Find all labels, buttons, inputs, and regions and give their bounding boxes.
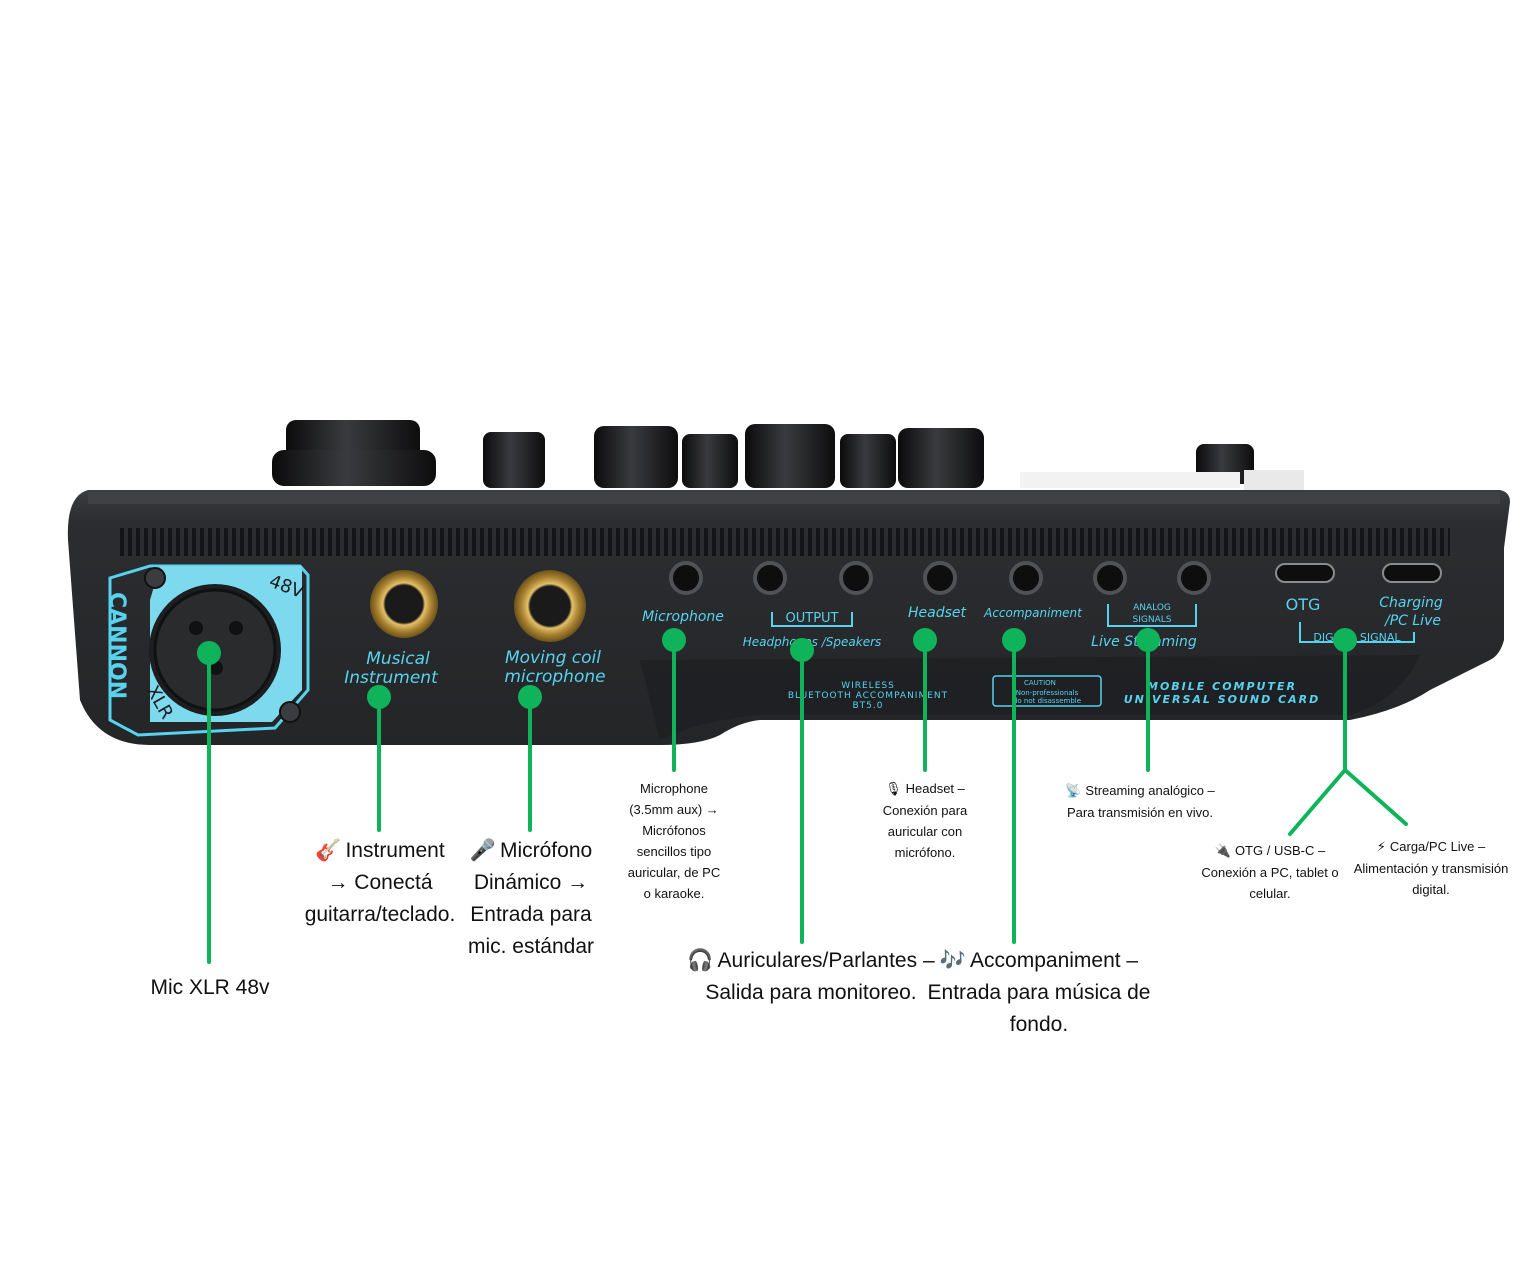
label-mobile-computer: MOBILE COMPUTER [1147,680,1297,693]
label-universal-sound-card: UNIVERSAL SOUND CARD [1124,693,1321,706]
jack-instrument [370,570,438,638]
annotation-streaming-text: Streaming analógico – Para transmisión e… [1067,783,1215,820]
label-accompaniment: Accompaniment [983,606,1083,620]
headphones-icon: 🎧 [687,948,714,972]
caution-box [992,675,1102,707]
label-otg: OTG [1286,595,1321,614]
lightning-icon: ⚡ [1376,840,1386,855]
annotation-charge: ⚡Carga/PC Live – Alimentación y transmis… [1346,836,1516,900]
music-notes-icon: 🎶 [939,948,967,972]
annotation-instrument: 🎸Instrument → Conectá guitarra/teclado. [280,834,480,931]
annotation-xlr-text: Mic XLR 48v [150,976,270,999]
label-output: OUTPUT [786,611,839,626]
headset-mic-icon: 🎙 [885,782,902,797]
jack-output-2 [839,561,873,595]
annotation-otg: 🔌OTG / USB-C – Conexión a PC, tablet o c… [1188,840,1352,904]
jack-microphone [669,561,703,595]
label-moving-coil: Moving coil [505,648,601,668]
satellite-icon: 📡 [1065,784,1082,799]
microphone-icon: 🎤 [469,838,496,862]
vent-grille [120,528,1450,556]
label-bluetooth-accompaniment: BLUETOOTH ACCOMPANIMENT [788,691,948,701]
label-microphone: Microphone [642,609,724,625]
plug-icon: 🔌 [1214,844,1231,859]
label-analog: ANALOG [1133,603,1171,613]
label-instrument: Instrument [344,668,439,688]
usbc-otg-port [1275,563,1335,583]
jack-accompaniment [1009,561,1043,595]
usbc-charging-port [1382,563,1442,583]
annotation-otg-text: OTG / USB-C – Conexión a PC, tablet o ce… [1201,843,1339,901]
annotation-headset: 🎙Headset – Conexión para auricular con m… [858,778,992,863]
annotation-xlr: Mic XLR 48v [130,972,290,1004]
label-microphone-coil: microphone [504,667,605,687]
label-digital-signal: DIGITAL SIGNAL [1313,631,1401,644]
pointer-lines [207,638,1408,964]
top-knobs [272,420,1304,490]
xlr-badge: CANNON 48V XLR [104,564,310,737]
annotation-aux-mic: Microphone (3.5mm aux) → Micrófonos senc… [606,778,742,904]
label-headphones-speakers: Headphones /Speakers [743,635,882,649]
label-pc-live: /PC Live [1383,613,1441,629]
annotation-accompaniment: 🎶Accompaniment – Entrada para música de … [924,944,1154,1041]
annotation-streaming: 📡Streaming analógico – Para transmisión … [1046,780,1234,823]
caution-title: CAUTION [1024,679,1056,687]
panel-labels: Musical Instrument Moving coil microphon… [344,595,1443,711]
caution-line-2: do not disassemble [1013,697,1081,705]
annotation-aux-mic-text: Microphone (3.5mm aux) → Micrófonos senc… [627,781,721,901]
annotation-headset-text: Headset – Conexión para auricular con mi… [882,781,968,860]
label-headset: Headset [908,605,967,621]
annotation-headphones: 🎧Auriculares/Parlantes – Salida para mon… [686,944,936,1009]
annotation-dynamic-mic: 🎤Micrófono Dinámico → Entrada para mic. … [446,834,616,963]
cannon-label: CANNON [104,592,129,699]
label-charging: Charging [1379,595,1443,611]
annotation-headphones-text: Auriculares/Parlantes – Salida para moni… [705,949,935,1004]
jack-analog-1 [1093,561,1127,595]
jack-output-1 [753,561,787,595]
usbc-ports [1275,563,1442,583]
small-jacks [669,561,1211,595]
annotation-instrument-text: Instrument → Conectá guitarra/teclado. [304,839,456,926]
annotation-dynamic-mic-text: Micrófono Dinámico → Entrada para mic. e… [467,839,595,958]
label-musical: Musical [366,649,430,669]
annotation-accompaniment-text: Accompaniment – Entrada para música de f… [927,949,1151,1036]
pointer-dots [197,628,1357,709]
guitar-icon: 🎸 [315,838,342,862]
label-signals: SIGNALS [1133,615,1172,625]
jack-analog-2 [1177,561,1211,595]
jack-headset [923,561,957,595]
jack-moving-coil [514,570,586,642]
caution-line-1: Non-professionals [1016,689,1079,697]
annotation-charge-text: Carga/PC Live – Alimentación y transmisi… [1353,839,1509,897]
label-wireless: WIRELESS [841,681,895,691]
label-bt50: BT5.0 [853,701,884,711]
